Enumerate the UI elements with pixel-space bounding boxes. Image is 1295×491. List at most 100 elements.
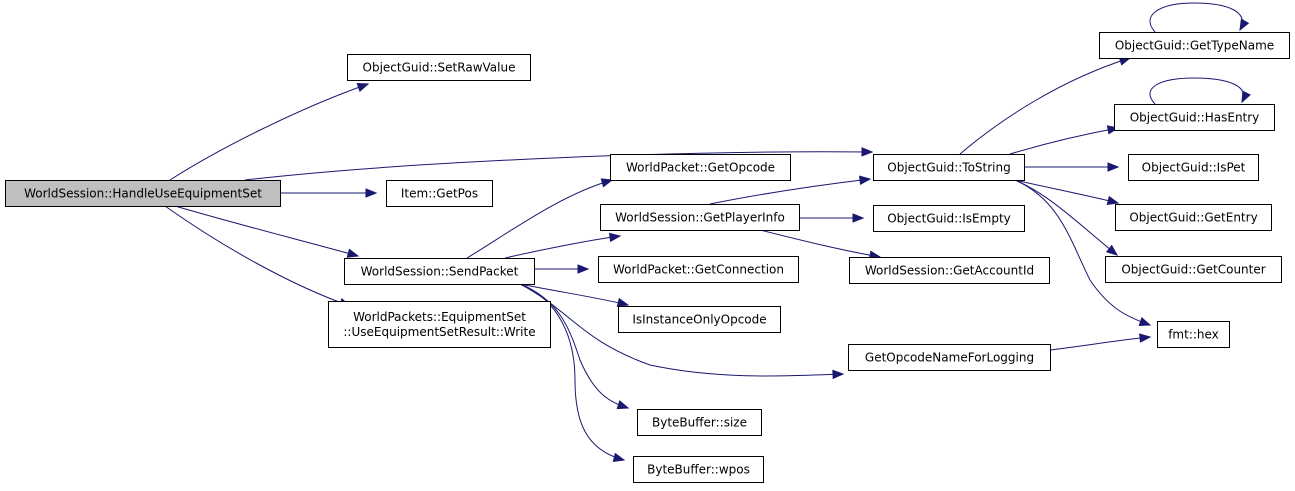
arrowhead-icon (1105, 244, 1119, 256)
node-bbwpos[interactable]: ByteBuffer::wpos (633, 456, 764, 483)
node-label: ByteBuffer::wpos (647, 463, 750, 477)
arrowhead-icon (1138, 317, 1152, 327)
edge-sendpacket-to-bbsize (519, 283, 630, 410)
arrowhead-icon (1241, 90, 1251, 104)
edge-getplayerinfo-to-tostring (709, 175, 872, 205)
edge-line (174, 205, 359, 257)
node-box (1099, 32, 1290, 59)
edge-sendpacket-to-getplayerinfo (504, 232, 622, 259)
edge-root-to-getpos (280, 188, 378, 198)
node-getconnection[interactable]: WorldPacket::GetConnection (598, 256, 799, 283)
node-label: IsInstanceOnlyOpcode (632, 313, 766, 327)
edge-root-to-setraw (169, 83, 370, 181)
edge-getplayerinfo-to-isempty (799, 213, 865, 223)
node-label: ObjectGuid::GetCounter (1121, 263, 1265, 277)
arrowhead-icon (616, 297, 630, 308)
node-bbsize[interactable]: ByteBuffer::size (637, 409, 762, 436)
edge-sendpacket-to-getconnection (534, 264, 590, 274)
edge-line (1149, 77, 1245, 105)
edge-tostring-to-gettypename (959, 56, 1132, 155)
node-box (610, 154, 791, 181)
node-label: ObjectGuid::GetEntry (1129, 211, 1257, 225)
node-box (633, 456, 764, 483)
edge-line (1149, 2, 1243, 33)
node-box (1114, 104, 1275, 131)
arrowhead-icon (1239, 18, 1250, 32)
edge-tostring-to-hex (1014, 179, 1152, 327)
node-box (849, 257, 1050, 284)
edge-root-to-write (164, 205, 352, 308)
node-write[interactable]: WorldPackets::EquipmentSet::UseEquipment… (328, 301, 551, 348)
edge-line (164, 205, 351, 307)
node-getaccountid[interactable]: WorldSession::GetAccountId (849, 257, 1050, 284)
edge-line (759, 229, 881, 258)
node-isinstance[interactable]: IsInstanceOnlyOpcode (618, 306, 781, 333)
arrowhead-icon (852, 213, 865, 223)
edge-tostring-to-hasentry (1009, 125, 1120, 155)
node-box (600, 204, 800, 231)
node-getplayerinfo[interactable]: WorldSession::GetPlayerInfo (600, 204, 800, 231)
node-box (848, 344, 1051, 371)
node-box (618, 306, 781, 333)
node-tostring[interactable]: ObjectGuid::ToString (873, 154, 1025, 181)
edge-line (959, 57, 1131, 155)
arrowhead-icon (1106, 195, 1120, 206)
edge-hasentry-to-hasentry (1149, 77, 1251, 105)
arrowhead-icon (346, 248, 360, 258)
edge-tostring-to-getentry (1014, 179, 1120, 206)
node-isempty[interactable]: ObjectGuid::IsEmpty (873, 205, 1025, 232)
arrowhead-icon (861, 147, 874, 157)
node-box (637, 409, 762, 436)
edge-line (504, 235, 621, 259)
node-getcounter[interactable]: ObjectGuid::GetCounter (1105, 256, 1282, 283)
arrowhead-icon (356, 83, 370, 92)
node-label: ObjectGuid::ToString (887, 161, 1010, 175)
node-setraw[interactable]: ObjectGuid::SetRawValue (347, 54, 531, 81)
edges-layer (164, 2, 1251, 462)
node-box (347, 54, 531, 81)
node-label: ObjectGuid::GetTypeName (1115, 39, 1274, 53)
node-box (386, 180, 493, 207)
edge-line (169, 83, 369, 181)
nodes-layer: WorldSession::HandleUseEquipmentSetObjec… (5, 32, 1290, 483)
node-sendpacket[interactable]: WorldSession::SendPacket (344, 258, 535, 285)
node-box (1115, 204, 1272, 231)
node-getopcode[interactable]: WorldPacket::GetOpcode (610, 154, 791, 181)
node-box (873, 154, 1025, 181)
node-box (1157, 321, 1230, 348)
node-box (328, 301, 551, 348)
arrowhead-icon (832, 369, 845, 380)
edge-line (1049, 336, 1151, 351)
node-getopname[interactable]: GetOpcodeNameForLogging (848, 344, 1051, 371)
edge-getopname-to-hex (1049, 333, 1152, 351)
arrowhead-icon (616, 400, 630, 410)
edge-line (519, 283, 629, 409)
node-gettypename[interactable]: ObjectGuid::GetTypeName (1099, 32, 1290, 59)
node-label: WorldSession::GetPlayerInfo (615, 211, 785, 225)
edge-sendpacket-to-getopname (519, 283, 845, 380)
edge-sendpacket-to-isinstance (519, 283, 630, 308)
node-getpos[interactable]: Item::GetPos (386, 180, 493, 207)
edge-getplayerinfo-to-getaccountid (759, 229, 882, 260)
node-box (1128, 154, 1259, 181)
node-hasentry[interactable]: ObjectGuid::HasEntry (1114, 104, 1275, 131)
node-label: ObjectGuid::IsPet (1142, 161, 1246, 175)
node-label: Item::GetPos (401, 187, 478, 201)
node-label: GetOpcodeNameForLogging (865, 351, 1034, 365)
node-label: WorldPacket::GetOpcode (626, 161, 775, 175)
node-hex[interactable]: fmt::hex (1157, 321, 1230, 348)
arrowhead-icon (612, 452, 626, 462)
edge-gettypename-to-gettypename (1149, 2, 1250, 33)
node-ispet[interactable]: ObjectGuid::IsPet (1128, 154, 1259, 181)
node-label: ObjectGuid::HasEntry (1130, 111, 1260, 125)
edge-line (466, 179, 613, 259)
node-getentry[interactable]: ObjectGuid::GetEntry (1115, 204, 1272, 231)
node-label: ::UseEquipmentSetResult::Write (343, 325, 535, 339)
edge-line (1014, 179, 1119, 204)
node-label: fmt::hex (1168, 328, 1219, 342)
node-root[interactable]: WorldSession::HandleUseEquipmentSet (5, 180, 281, 207)
arrowhead-icon (1139, 333, 1152, 343)
edge-line (519, 283, 844, 377)
edge-root-to-sendpacket (174, 205, 360, 258)
